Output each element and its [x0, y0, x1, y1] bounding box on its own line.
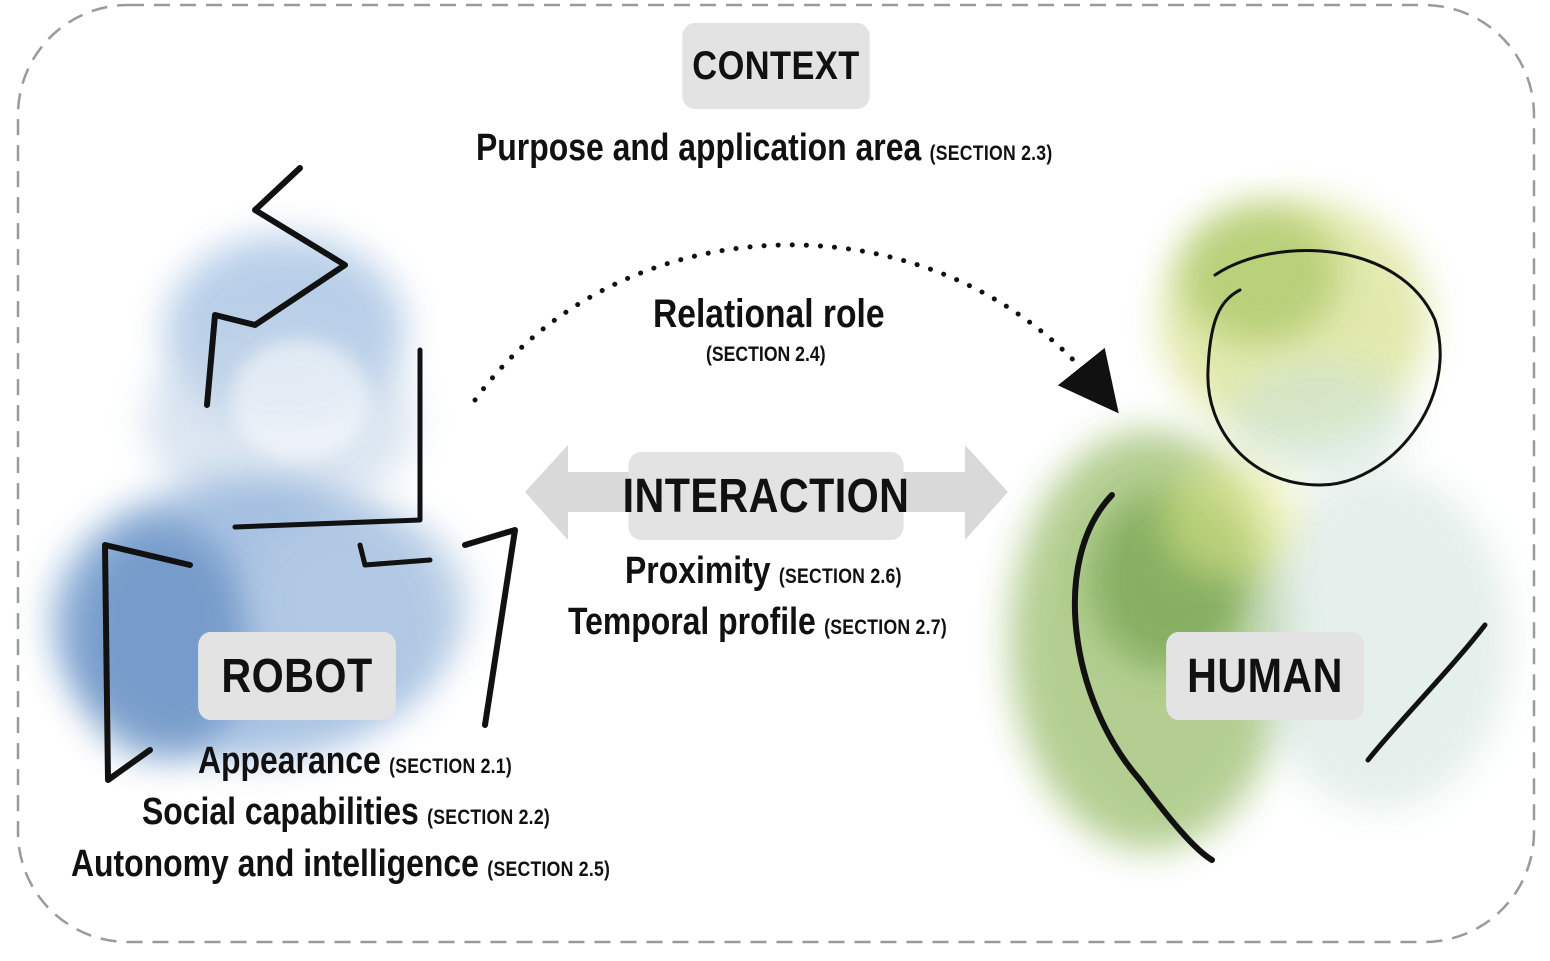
autonomy-text: Autonomy and intelligence	[71, 843, 479, 885]
robot-label: ROBOT	[198, 632, 396, 720]
social-capabilities-section: (SECTION 2.2)	[427, 806, 551, 829]
temporal-profile-line: Temporal profile (SECTION 2.7)	[568, 601, 947, 644]
relational-role-section: (SECTION 2.4)	[706, 343, 826, 366]
human-watercolor	[1010, 200, 1510, 850]
proximity-section: (SECTION 2.6)	[778, 565, 902, 588]
interaction-label: INTERACTION	[623, 452, 909, 540]
temporal-profile-text: Temporal profile	[568, 601, 816, 643]
appearance-section: (SECTION 2.1)	[389, 755, 513, 778]
purpose-text: Purpose and application area	[476, 127, 922, 169]
robot-ink-strokes	[102, 165, 518, 783]
proximity-text: Proximity	[625, 550, 771, 592]
social-capabilities-line: Social capabilities (SECTION 2.2)	[142, 791, 550, 834]
proximity-line: Proximity (SECTION 2.6)	[625, 550, 902, 593]
context-label: CONTEXT	[682, 23, 870, 109]
appearance-text: Appearance	[198, 740, 381, 782]
human-ink-strokes	[1071, 249, 1488, 863]
autonomy-line: Autonomy and intelligence (SECTION 2.5)	[71, 843, 610, 886]
appearance-line: Appearance (SECTION 2.1)	[198, 740, 512, 783]
temporal-profile-section: (SECTION 2.7)	[824, 616, 947, 639]
dashed-border	[16, 3, 1536, 944]
human-label: HUMAN	[1166, 632, 1364, 720]
relational-role-text: Relational role	[653, 292, 885, 336]
autonomy-section: (SECTION 2.5)	[487, 858, 611, 881]
purpose-line: Purpose and application area (SECTION 2.3…	[476, 127, 1053, 170]
purpose-section: (SECTION 2.3)	[929, 142, 1053, 165]
social-capabilities-text: Social capabilities	[142, 791, 419, 833]
